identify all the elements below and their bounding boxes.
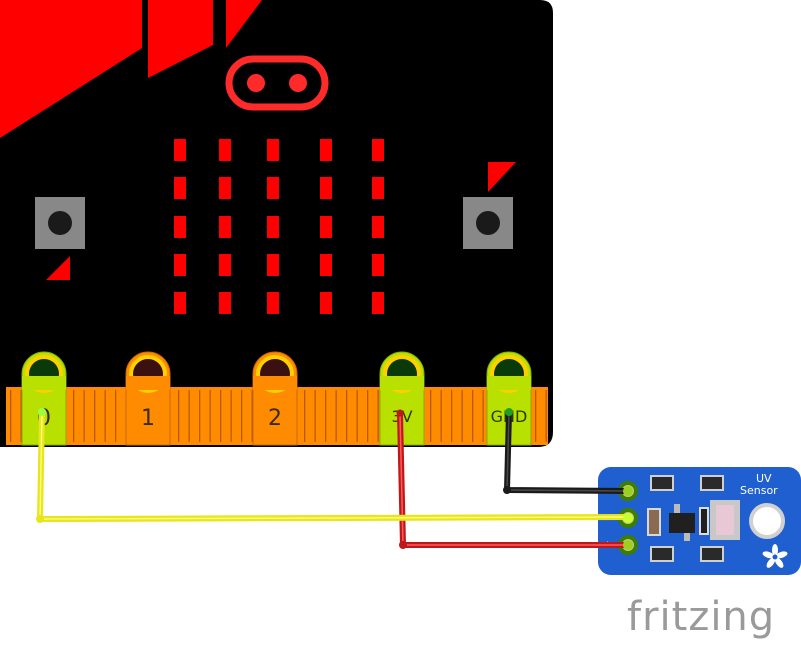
led-0-3 (320, 139, 332, 161)
wire-endpoint-pin0 (38, 408, 46, 416)
button-a-marker (46, 256, 70, 280)
pin-pad-cover (126, 376, 170, 390)
edge-strip-line (83, 390, 85, 442)
pin-pad-pin1[interactable]: 1 (125, 351, 171, 446)
led-matrix (174, 139, 384, 314)
wire-bend-ground (503, 486, 511, 494)
led-1-3 (320, 177, 332, 199)
pin-pad-cover (22, 376, 66, 390)
led-0-2 (267, 139, 279, 161)
edge-strip-line (178, 390, 180, 442)
led-3-3 (320, 254, 332, 276)
edge-strip-line (241, 390, 243, 442)
edge-strip-line (230, 390, 232, 442)
pin-pad-cover (487, 376, 531, 390)
edge-strip-line (430, 390, 432, 442)
edge-strip-line (377, 390, 379, 442)
sensor-mounting-hole (749, 503, 785, 539)
pin-label-pin1: 1 (141, 406, 155, 431)
led-2-0 (174, 216, 186, 238)
sensor-pin-gnd-end (623, 486, 633, 496)
led-1-2 (267, 177, 279, 199)
led-3-2 (267, 254, 279, 276)
wires (36, 408, 633, 550)
edge-strip-line (251, 390, 253, 442)
edge-strip-line (335, 390, 337, 442)
sensor-pin-power-end (623, 540, 633, 550)
led-0-1 (219, 139, 231, 161)
pin-pads: 0 1 2 3V GND (21, 351, 532, 446)
edge-strip-line (346, 390, 348, 442)
led-1-4 (372, 177, 384, 199)
led-1-1 (219, 177, 231, 199)
edge-strip-line (325, 390, 327, 442)
edge-strip-line (451, 390, 453, 442)
pin-pad-cover (380, 376, 424, 390)
microbit-logo (225, 55, 329, 111)
edge-strip-line (220, 390, 222, 442)
led-4-1 (219, 292, 231, 314)
adafruit-flower-icon (762, 544, 788, 568)
pin-pad-cover (253, 376, 297, 390)
edge-strip-line (440, 390, 442, 442)
led-2-4 (372, 216, 384, 238)
led-4-2 (267, 292, 279, 314)
edge-strip-line (482, 390, 484, 442)
sensor-title-line2: Sensor (740, 484, 778, 497)
sensor-pin-signal-end (623, 513, 633, 523)
edge-strip-line (304, 390, 306, 442)
edge-strip-line (472, 390, 474, 442)
edge-strip-line (367, 390, 369, 442)
pin-label-pin2: 2 (268, 406, 282, 431)
red-corner-shape (0, 0, 142, 138)
pin-pad-pin2[interactable]: 2 (252, 351, 298, 446)
led-0-4 (372, 139, 384, 161)
pin-pad-pin3v[interactable]: 3V (379, 351, 425, 446)
led-4-0 (174, 292, 186, 314)
led-3-1 (219, 254, 231, 276)
edge-strip-line (20, 390, 22, 442)
sensor-title-line1: UV (756, 472, 772, 485)
edge-strip-line (535, 390, 537, 442)
red-zigzag-shape-2 (226, 0, 262, 48)
led-3-0 (174, 254, 186, 276)
edge-strip-line (188, 390, 190, 442)
edge-strip-line (104, 390, 106, 442)
wire-endpoint-gnd (505, 408, 513, 416)
wire-bend-power (399, 541, 407, 549)
button-b[interactable] (463, 197, 513, 249)
button-b-marker (488, 162, 516, 192)
led-2-1 (219, 216, 231, 238)
button-a[interactable] (35, 197, 85, 249)
pin-pad-pingnd[interactable]: GND (486, 351, 532, 446)
sensor-smd-components (647, 475, 740, 562)
led-4-3 (320, 292, 332, 314)
wire-endpoint-3v (396, 409, 404, 417)
edge-strip-line (314, 390, 316, 442)
edge-strip-line (545, 390, 547, 442)
led-1-0 (174, 177, 186, 199)
led-3-4 (372, 254, 384, 276)
uv-sensor-board: - o + UV Sensor (598, 467, 801, 575)
fritzing-logo: fritzing (627, 594, 775, 640)
led-2-3 (320, 216, 332, 238)
wire-bend-signal (36, 515, 44, 523)
edge-strip-line (115, 390, 117, 442)
edge-strip-line (209, 390, 211, 442)
edge-strip-line (199, 390, 201, 442)
edge-strip-line (94, 390, 96, 442)
led-4-4 (372, 292, 384, 314)
edge-strip-line (73, 390, 75, 442)
led-2-2 (267, 216, 279, 238)
microbit-board: 0 1 2 3V GND (0, 0, 553, 447)
edge-strip-line (356, 390, 358, 442)
led-0-0 (174, 139, 186, 161)
pin-pad-pin0[interactable]: 0 (21, 351, 67, 446)
edge-strip-line (461, 390, 463, 442)
red-zigzag-shape (148, 0, 213, 78)
edge-strip-line (10, 390, 12, 442)
